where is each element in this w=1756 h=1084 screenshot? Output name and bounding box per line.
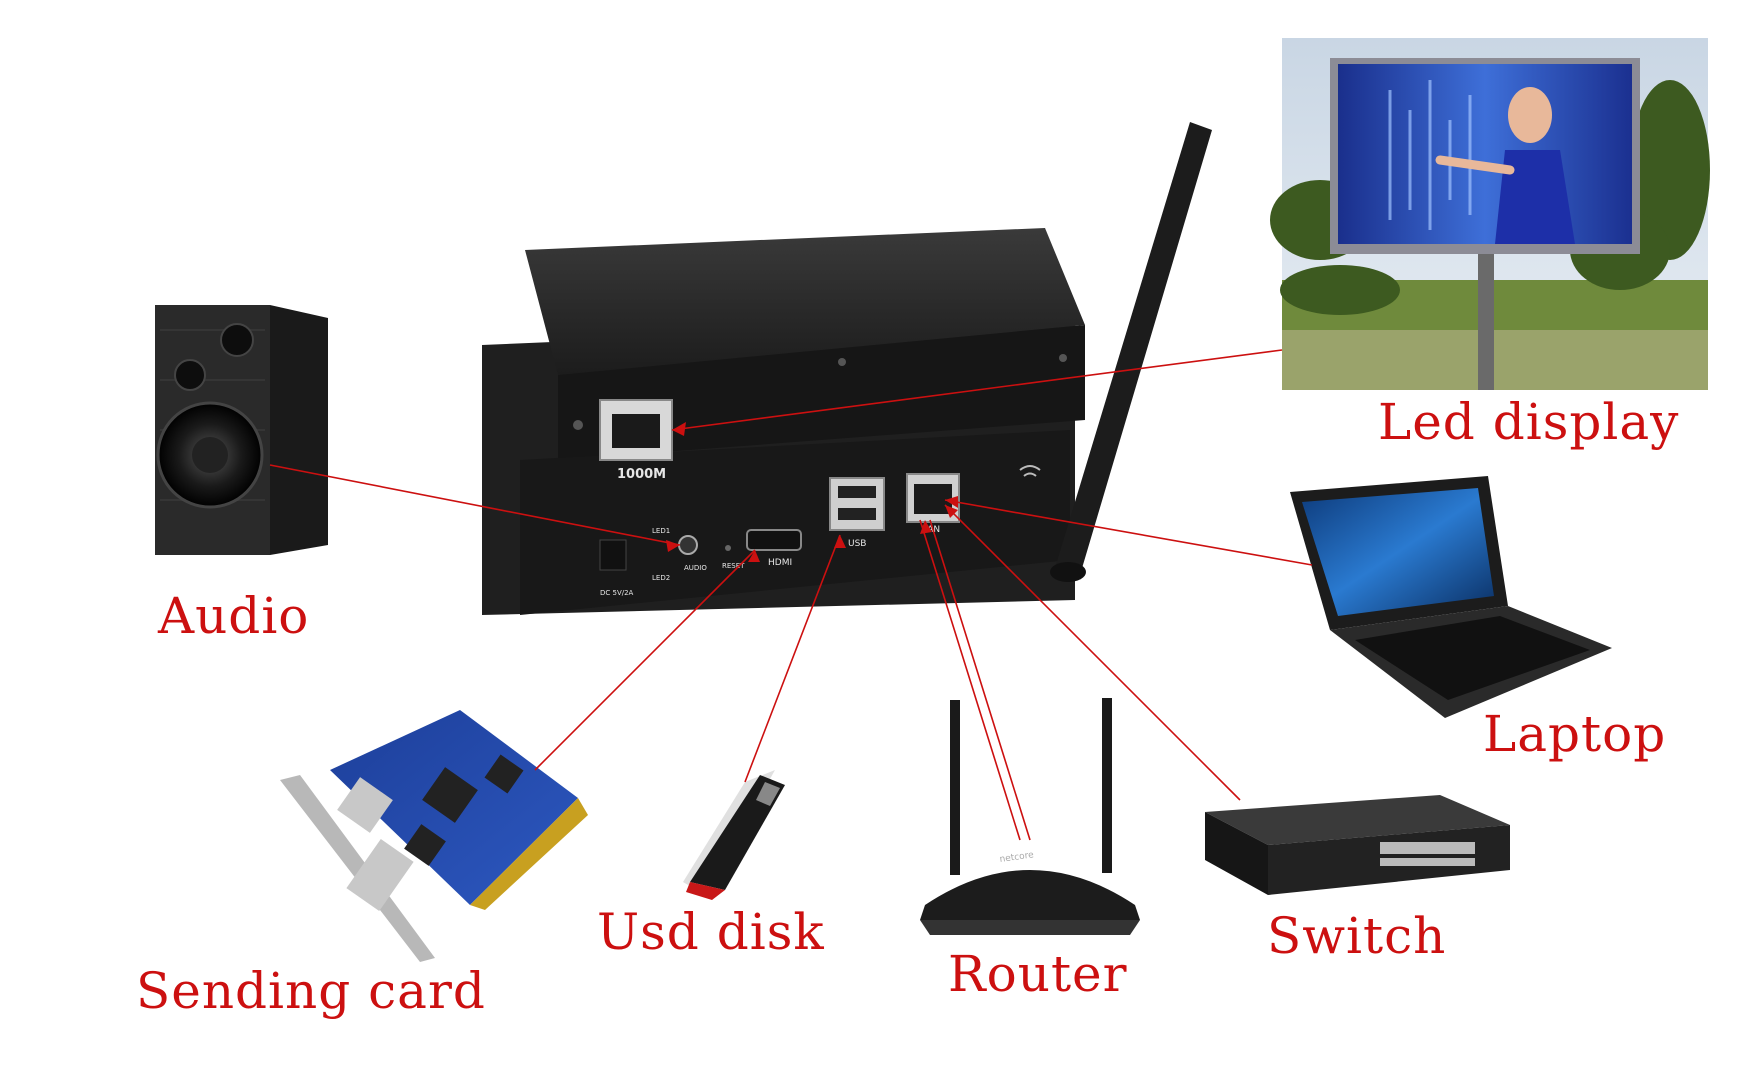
usb-drive-icon [683,770,785,900]
line-audio [269,464,681,546]
label-laptop: Laptop [1483,705,1667,763]
label-led-display: Led display [1378,393,1680,451]
speaker-icon [155,305,328,555]
port-dc-label: DC 5V/2A [600,589,634,597]
port-1000m-label: 1000M [617,467,666,482]
line-switch [944,504,1241,801]
port-labels: 1000M LED1 LED2 AUDIO RESET HDMI USB LAN… [600,467,940,597]
port-audio-label: AUDIO [684,564,707,572]
line-router-b [929,519,1031,841]
connection-lines [269,349,1313,841]
arrow-laptop [945,496,958,508]
port-led1-label: LED1 [652,527,670,535]
line-laptop [944,499,1313,566]
network-switch-icon [1205,795,1510,895]
laptop-icon [1290,476,1612,718]
port-lan-label: LAN [922,525,940,535]
label-audio: Audio [158,587,310,645]
label-switch: Switch [1267,907,1447,965]
port-reset-label: RESET [722,562,745,570]
label-sending-card: Sending card [136,962,486,1020]
pci-card-icon [280,710,588,962]
arrow-switch [945,505,958,518]
arrow-led-display [672,422,686,436]
arrow-sending-card [748,550,760,562]
arrow-audio [666,540,680,552]
line-usb-disk [744,534,841,783]
led-display-image [1270,38,1710,390]
port-usb-label: USB [848,539,866,549]
router-icon: netcore [920,698,1140,935]
line-led-display [671,349,1283,431]
port-led2-label: LED2 [652,574,670,582]
line-router-a [919,519,1021,841]
arrow-router [920,520,932,534]
port-hdmi-label: HDMI [768,558,792,568]
label-router: Router [948,945,1128,1003]
connection-arrows [666,422,958,562]
arrow-usb-disk [834,535,846,548]
label-usd-disk: Usd disk [597,903,825,961]
media-player-box [482,122,1212,615]
line-sending-card [534,549,756,771]
svg-text:netcore: netcore [999,850,1035,865]
